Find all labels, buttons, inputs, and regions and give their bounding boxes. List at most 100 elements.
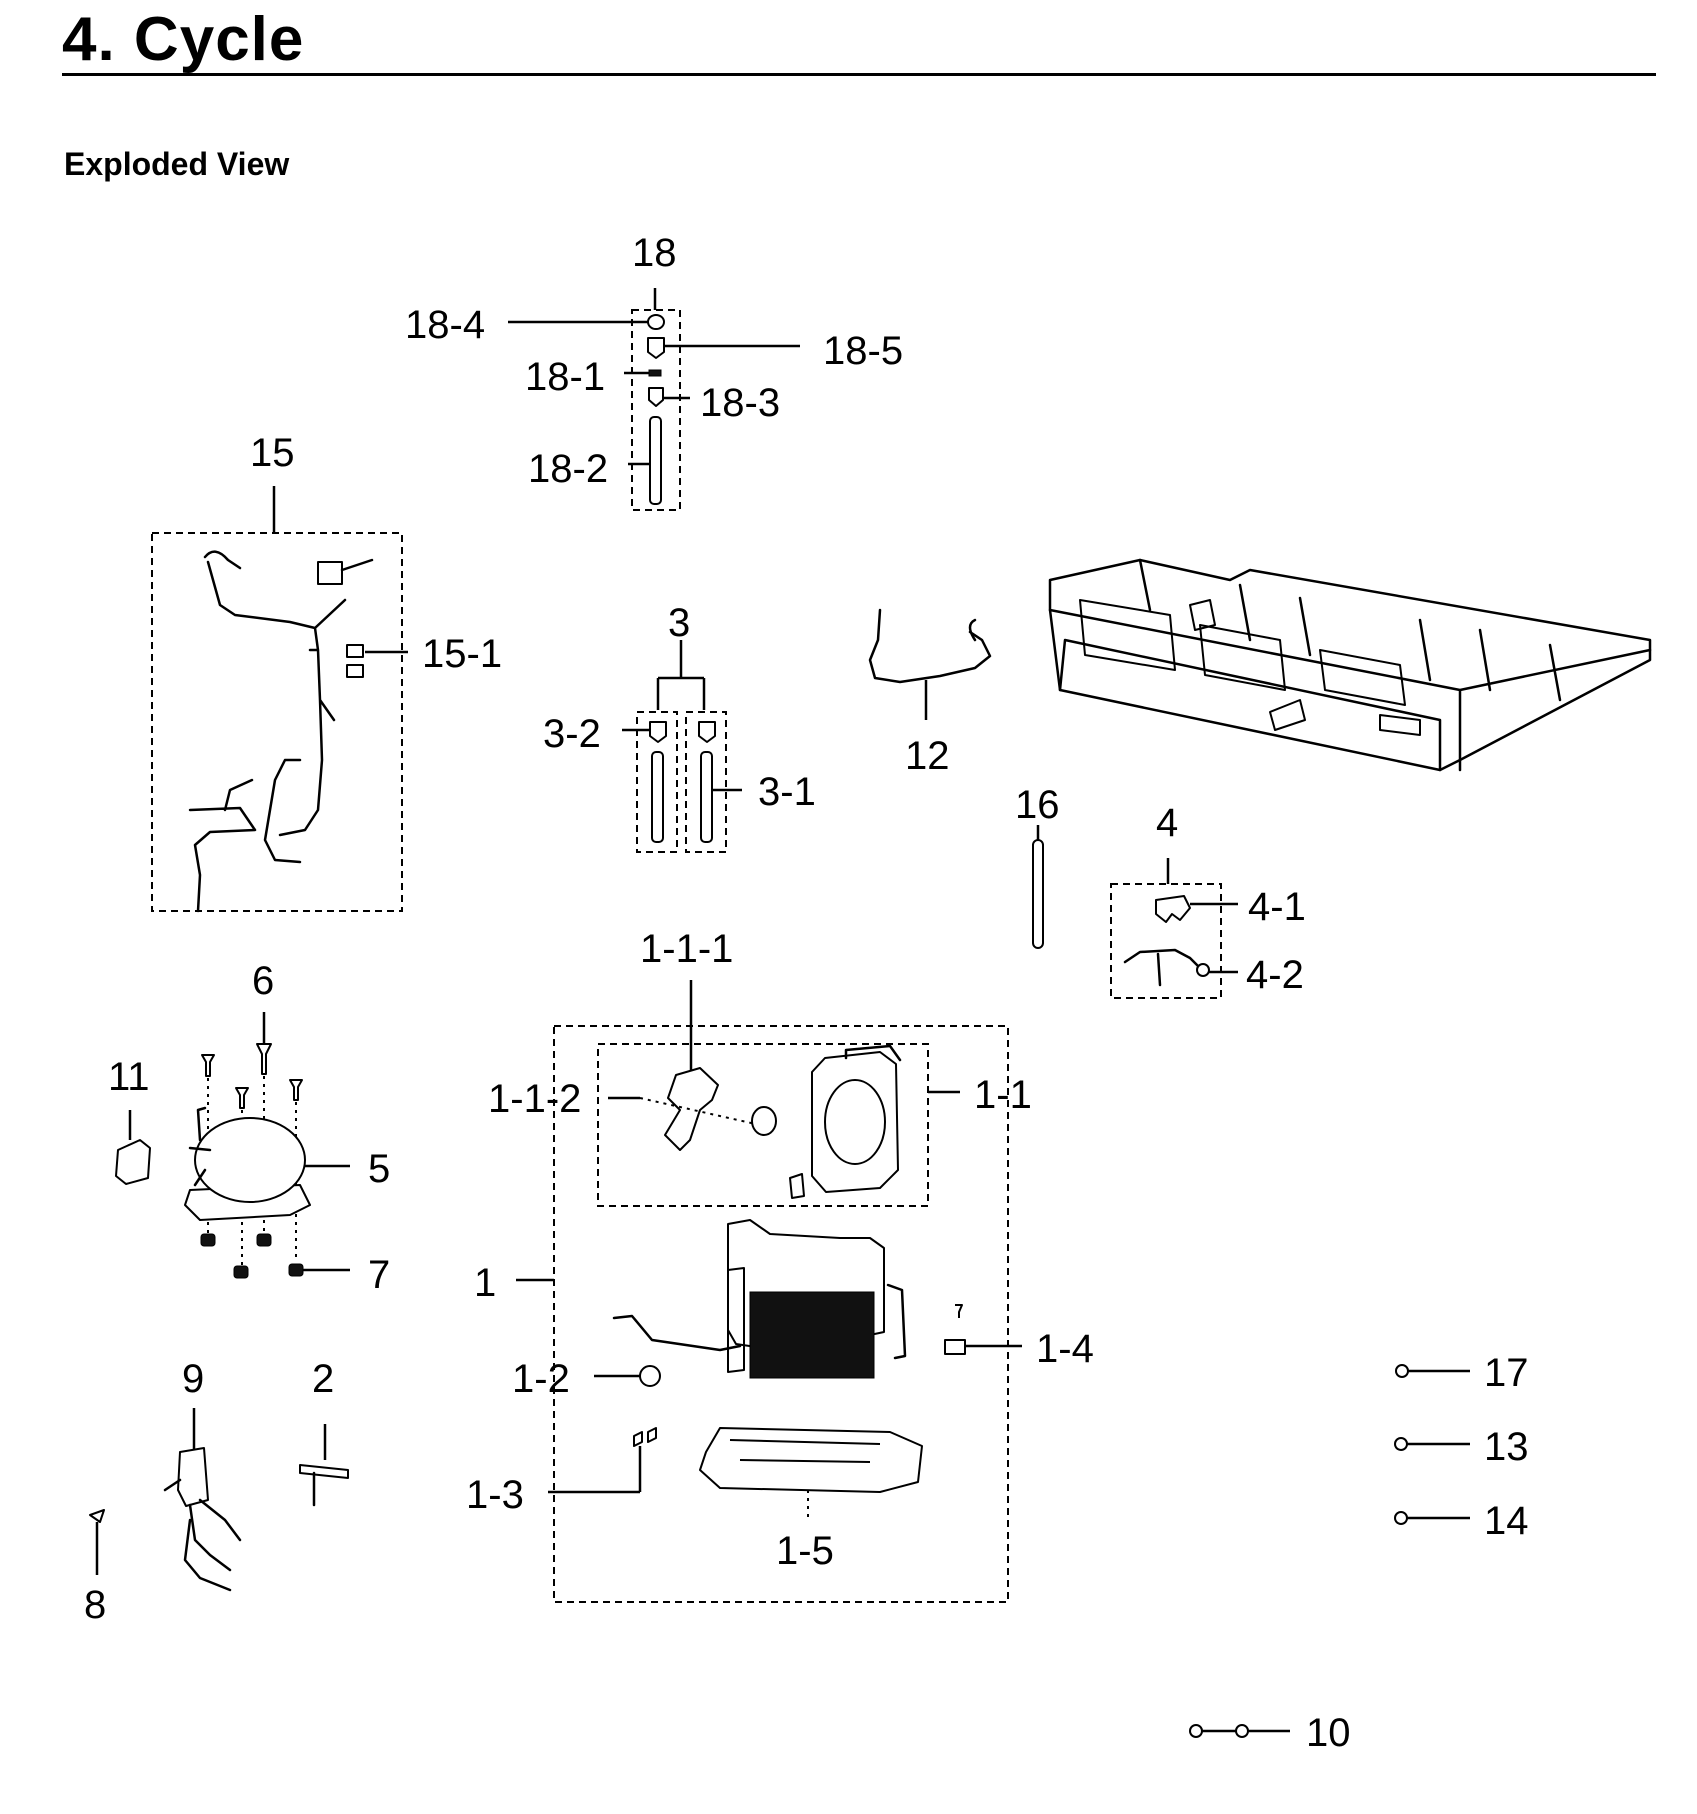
part-15-1-lower-drawing (346, 664, 364, 678)
part-3-right-box (685, 711, 727, 853)
label-5: 5 (368, 1147, 390, 1191)
part-1-group (516, 980, 1022, 1603)
part-18-1-drawing (648, 369, 662, 377)
part-12-group (868, 608, 992, 720)
part-18-group (508, 288, 800, 511)
parts-9-2-8-group (89, 1408, 349, 1592)
label-14: 14 (1484, 1499, 1529, 1543)
label-3-1: 3-1 (758, 770, 816, 814)
part-2-drawing (299, 1464, 349, 1479)
part-4-1-drawing (1155, 895, 1191, 923)
label-12: 12 (905, 734, 950, 778)
fan-hub-drawing (751, 1106, 777, 1136)
grommet-2-drawing (256, 1233, 272, 1247)
label-18-4: 18-4 (405, 303, 485, 347)
part-9-tubes-drawing (163, 1478, 242, 1592)
fan-motor-ring (824, 1079, 886, 1165)
part-1-1-1-fan-blade-drawing (664, 1067, 719, 1151)
compressor-group (115, 1012, 350, 1279)
label-1-1-2: 1-1-2 (488, 1077, 581, 1121)
part-1-5-tray-drawing (699, 1427, 923, 1493)
part-3-2-drawing (649, 721, 667, 743)
label-3-2: 3-2 (543, 712, 601, 756)
base-frame-outline (1048, 558, 1652, 772)
part-15-drier-tube (340, 558, 374, 572)
part-1-4-drawing (944, 1339, 966, 1355)
section-subtitle: Exploded View (64, 146, 290, 182)
condenser-tube (886, 1283, 907, 1360)
page-title: 4. Cycle (62, 5, 305, 74)
part-1-3-drawing (633, 1427, 657, 1447)
grommet-3-drawing (233, 1265, 249, 1279)
title-underline (62, 73, 1656, 76)
label-18-3: 18-3 (700, 381, 780, 425)
part-18-2-drawing (649, 416, 662, 505)
label-1-2: 1-2 (512, 1357, 570, 1401)
label-16: 16 (1015, 783, 1060, 827)
label-4-2: 4-2 (1246, 953, 1304, 997)
label-10: 10 (1306, 1711, 1351, 1755)
label-1: 1 (474, 1261, 496, 1305)
label-3: 3 (668, 601, 690, 645)
part-4-group (1110, 858, 1238, 999)
part-8-drawing (89, 1509, 105, 1523)
label-8: 8 (84, 1583, 106, 1627)
part-15-tubing-drawing (188, 550, 347, 913)
screw-left-drawing (201, 1054, 215, 1077)
label-2: 2 (312, 1357, 334, 1401)
label-9: 9 (182, 1357, 204, 1401)
part-18-3-drawing (648, 387, 664, 407)
fan-bracket (844, 1044, 902, 1062)
part-3-left-box (636, 711, 678, 853)
part-3-group (622, 640, 742, 853)
label-11: 11 (108, 1055, 150, 1099)
fan-clip-drawing (789, 1173, 805, 1199)
label-4: 4 (1156, 801, 1178, 845)
part-15-1-upper-drawing (346, 644, 364, 658)
part-9-valve-body (177, 1447, 209, 1507)
part-3-1-left-drawing (651, 751, 664, 843)
part-1-2-drawing (639, 1365, 661, 1387)
label-17: 17 (1484, 1351, 1529, 1395)
label-18-5: 18-5 (823, 329, 903, 373)
part-1-1-group-box (597, 1043, 929, 1207)
part-13-drawing (1394, 1437, 1408, 1451)
part-3-1-right-drawing (700, 751, 713, 843)
part-11-drawing (115, 1139, 151, 1185)
base-frame-panels (1079, 599, 1406, 706)
part-3-2b-drawing (698, 721, 716, 743)
label-18: 18 (632, 231, 677, 275)
base-frame-group (1048, 558, 1652, 772)
label-6: 6 (252, 959, 274, 1003)
part-14-drawing (1394, 1511, 1408, 1525)
base-frame-inner-lines (1048, 558, 1652, 772)
label-1-1-1: 1-1-1 (640, 927, 733, 971)
part-10-drawing-b (1235, 1724, 1249, 1738)
label-7: 7 (368, 1253, 390, 1297)
part-1-1-fan-motor-housing (811, 1051, 899, 1193)
label-4-1: 4-1 (1248, 885, 1306, 929)
screw-1-4-drawing (955, 1304, 963, 1318)
part-15-group (151, 486, 408, 913)
tray-details (729, 1439, 881, 1463)
part-16-group (1032, 825, 1044, 949)
part-1-2-tube (612, 1314, 742, 1352)
label-1-1: 1-1 (974, 1073, 1032, 1117)
label-1-4: 1-4 (1036, 1327, 1094, 1371)
part-15-drier-drawing (317, 561, 343, 585)
part-5-compressor-drawing (194, 1117, 306, 1203)
part-16-drawing (1032, 839, 1044, 949)
part-18-5-drawing (647, 337, 665, 359)
grommet-1-drawing (200, 1233, 216, 1247)
condenser-core-drawing (749, 1291, 875, 1379)
part-4-group-box (1110, 883, 1222, 999)
part-18-4-drawing (647, 314, 665, 330)
part-6-screw-drawing (256, 1043, 272, 1075)
part-17-drawing (1395, 1364, 1409, 1378)
label-18-1: 18-1 (525, 355, 605, 399)
part-4-2-connector (1196, 963, 1210, 977)
label-15-1: 15-1 (422, 632, 502, 676)
screw-mid-drawing (235, 1087, 249, 1109)
part-10-drawing-a (1189, 1724, 1203, 1738)
